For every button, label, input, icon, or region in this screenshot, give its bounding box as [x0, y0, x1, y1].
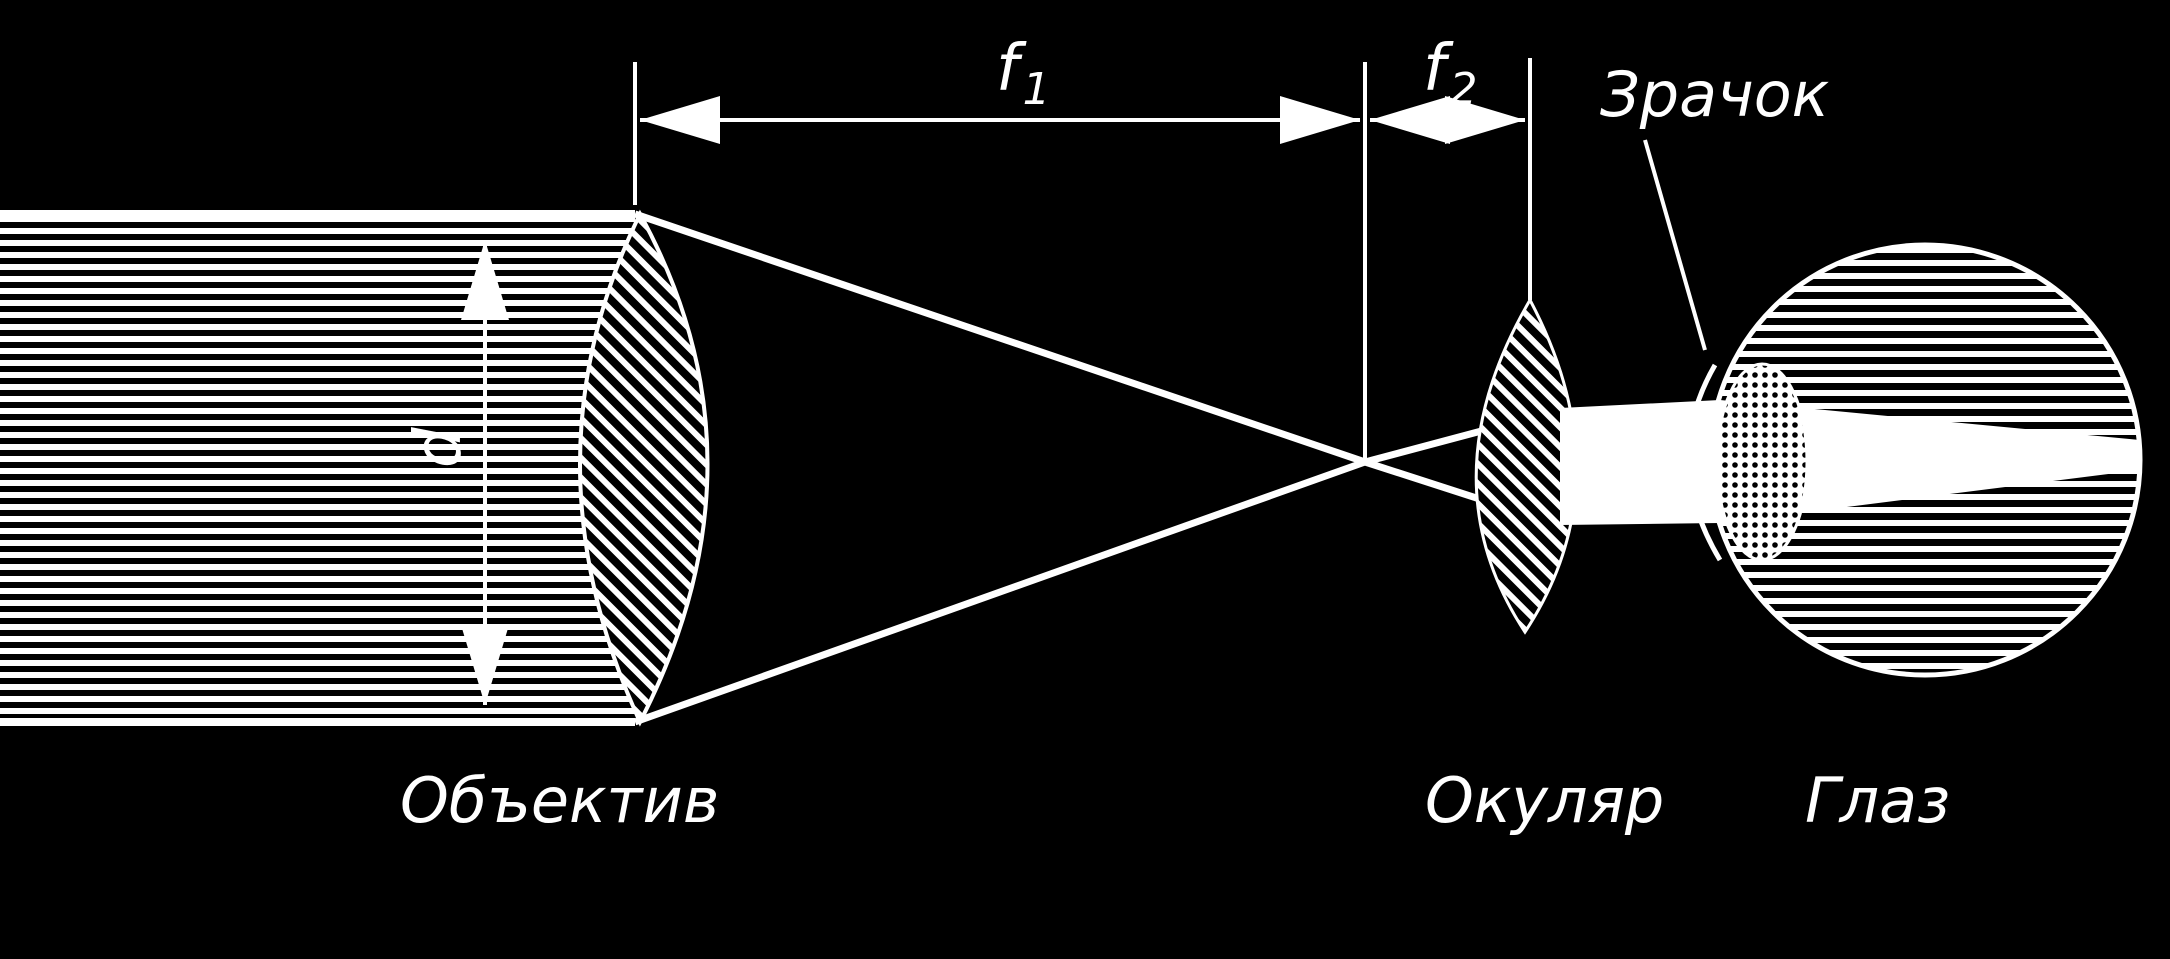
focal-length-f2-subscript: 2 — [1450, 64, 1478, 115]
eyepiece-label: Окуляр — [1425, 764, 1664, 837]
pupil-label: Зрачок — [1600, 58, 1830, 131]
incoming-beam — [0, 210, 635, 726]
aperture-label: d — [402, 427, 476, 468]
eye-label: Глаз — [1805, 764, 1950, 837]
focal-length-f1-subscript: 1 — [1023, 64, 1051, 115]
eye-pupil-lens — [1715, 362, 1809, 562]
converging-rays — [633, 210, 1562, 726]
focal-length-f1-label: f1 — [996, 32, 1051, 115]
pupil-pointer — [1643, 139, 1707, 351]
focal-length-f2-label: f2 — [1423, 32, 1478, 115]
objective-label: Объектив — [400, 764, 719, 837]
reference-lines — [633, 58, 1532, 460]
